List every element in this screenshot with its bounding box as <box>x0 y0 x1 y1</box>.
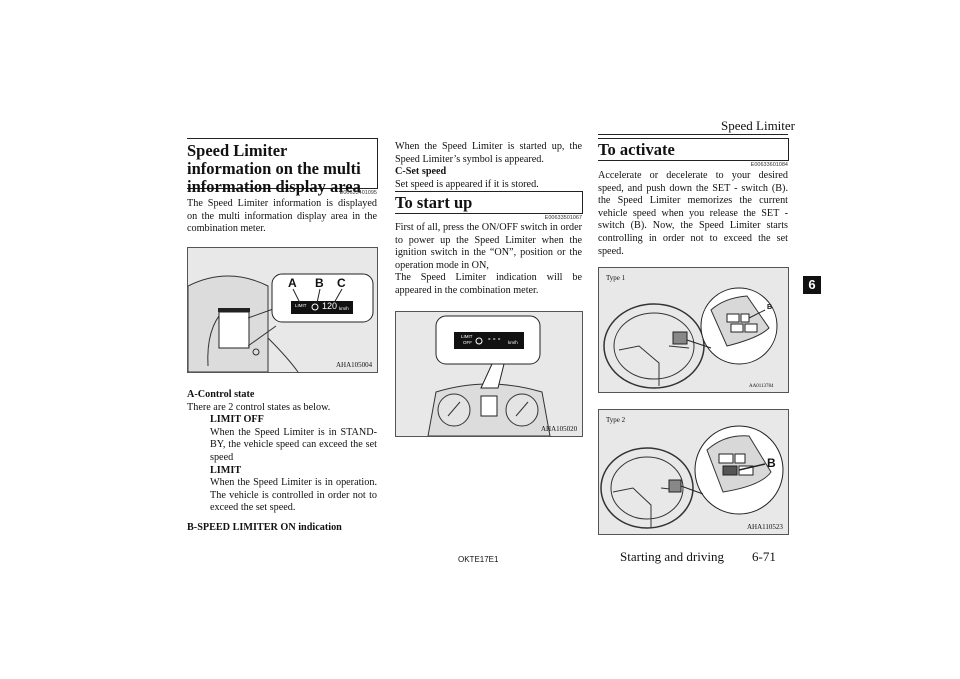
running-header: Speed Limiter <box>721 118 796 133</box>
limit-heading: LIMIT <box>210 464 242 476</box>
display-limit-text: LIMIT <box>295 303 307 308</box>
display-unit: km/h <box>508 340 518 345</box>
start-up-title: To start up <box>395 193 473 212</box>
control-state-block: A-Control state There are 2 control stat… <box>187 389 377 515</box>
limit-off-text: When the Speed Limiter is in STAND-BY, t… <box>210 426 377 463</box>
start-up-text: First of all, press the ON/OFF switch in… <box>395 222 582 271</box>
control-state-heading: A-Control state <box>187 389 255 400</box>
symbol-appears-text: When the Speed Limiter is started up, th… <box>395 141 582 165</box>
to-activate-code: E00633601084 <box>750 162 788 168</box>
limit-text: When the Speed Limiter is in operation. … <box>210 477 377 514</box>
display-dashes: - - - <box>488 334 501 343</box>
to-activate-text: Accelerate or decelerate to your desired… <box>598 170 788 257</box>
steering-type1-figure: Type 1 B AA0113784 <box>598 267 789 393</box>
to-activate-title: To activate <box>598 140 675 159</box>
display-off-label: OFF <box>463 340 472 345</box>
figure-label: AA0113784 <box>749 384 774 389</box>
set-speed-heading: C-Set speed <box>395 166 447 178</box>
callout-b: B <box>767 304 773 311</box>
chapter-tab: 6 <box>803 276 821 294</box>
start-up-paragraphs: First of all, press the ON/OFF switch in… <box>395 222 582 298</box>
limit-off-heading: LIMIT OFF <box>210 414 264 426</box>
display-speed-unit: km/h <box>339 306 349 311</box>
set-speed-text: Set speed is appeared if it is stored. <box>395 178 539 190</box>
steering-type2-illustration <box>599 410 788 534</box>
start-up-code: E00633501067 <box>544 215 582 221</box>
callout-c: C <box>337 276 346 290</box>
footer-page-number: 6-71 <box>752 549 776 564</box>
type1-label: Type 1 <box>606 274 626 282</box>
figure-label: AHA110523 <box>747 523 783 531</box>
callout-b: B <box>767 456 776 470</box>
control-state-intro: There are 2 control states as below. <box>187 401 331 413</box>
intro-paragraph: The Speed Limiter information is display… <box>187 198 377 235</box>
section-code: E00633401095 <box>339 190 377 196</box>
steering-type1-illustration <box>599 268 788 392</box>
limit-off-display-figure: LIMIT OFF - - - km/h AHA105020 <box>395 311 583 437</box>
footer-code: OKTE17E1 <box>458 555 499 564</box>
figure-label: AHA105020 <box>541 425 578 433</box>
display-speed-value: 120 <box>322 301 338 311</box>
cluster-illustration <box>187 248 377 373</box>
display-limit-label: LIMIT <box>461 334 473 339</box>
callout-a: A <box>288 276 297 290</box>
steering-type2-figure: Type 2 B AHA110523 <box>598 409 789 535</box>
startup-symbol-text: When the Speed Limiter is started up, th… <box>395 141 582 191</box>
section-title-box: Speed Limiter information on the multi i… <box>187 138 378 196</box>
cluster-display-figure: A B C LIMIT 120 km/h AHA105004 <box>187 247 378 373</box>
figure-label: AHA105004 <box>336 361 373 369</box>
header-rule <box>598 134 788 135</box>
to-activate-title-box: To activate <box>598 138 789 161</box>
speed-limiter-on-heading: B-SPEED LIMITER ON indication <box>187 522 342 533</box>
meter-illustration <box>396 312 582 437</box>
type2-label: Type 2 <box>606 416 626 424</box>
start-up-title-box: To start up <box>395 191 583 214</box>
footer-section: Starting and driving <box>620 549 724 564</box>
section-title: Speed Limiter information on the multi i… <box>187 141 361 196</box>
callout-b: B <box>315 276 324 290</box>
start-up-indication-text: The Speed Limiter indication will be app… <box>395 272 582 296</box>
